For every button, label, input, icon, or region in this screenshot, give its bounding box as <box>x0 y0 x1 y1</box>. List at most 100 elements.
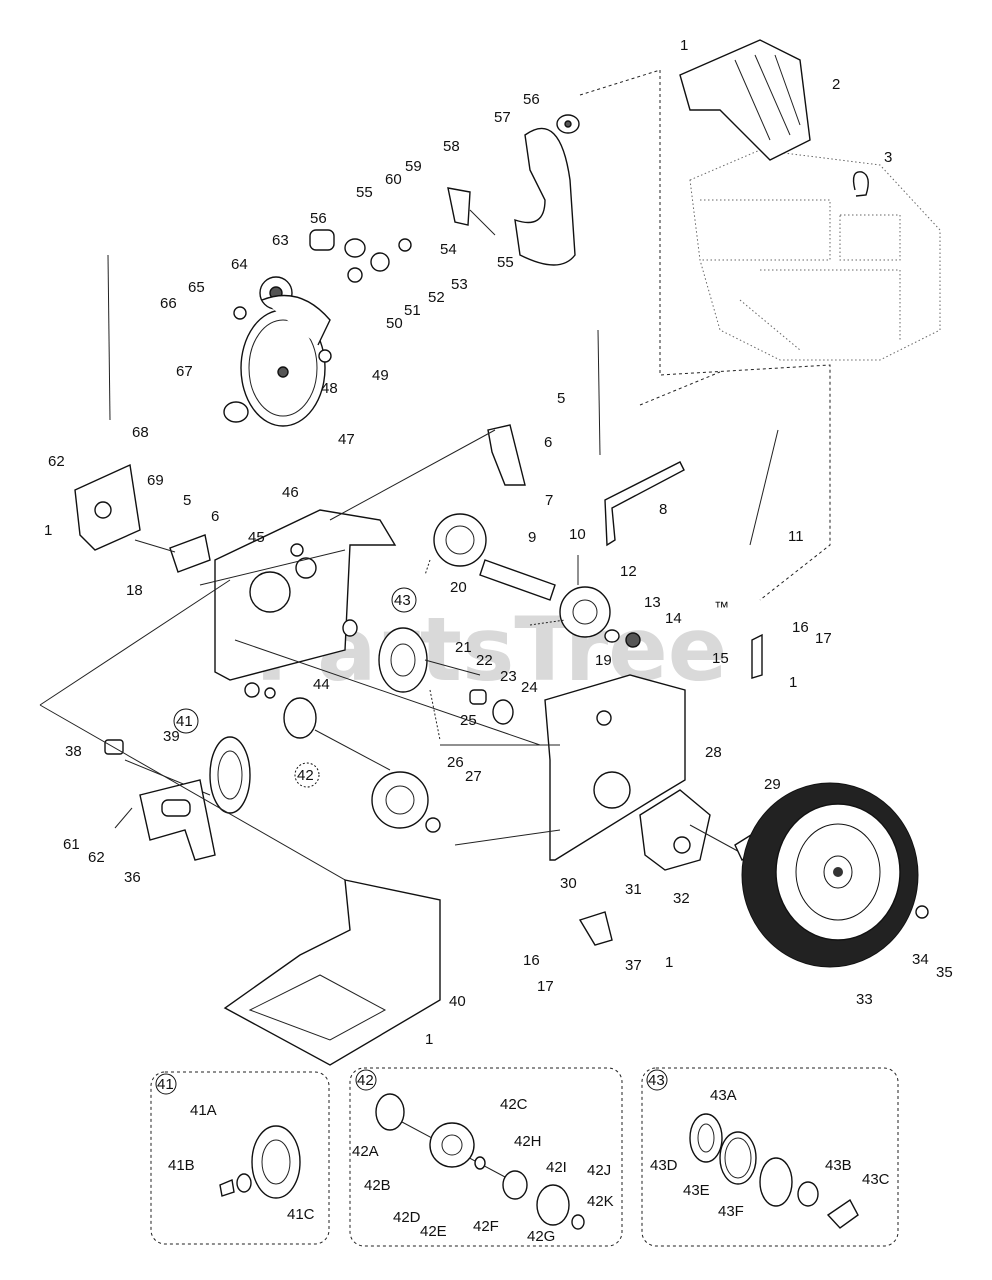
inset-label-41A: 41A <box>190 1102 217 1119</box>
label-54: 54 <box>440 241 457 258</box>
inset-label-42I: 42I <box>546 1159 567 1176</box>
washer-34 <box>915 905 929 919</box>
svg-text:42: 42 <box>297 767 314 784</box>
inset-label-43E: 43E <box>683 1182 710 1199</box>
label-6-left: 6 <box>211 508 219 525</box>
bracket-15 <box>751 633 763 679</box>
chain-25 <box>429 689 441 741</box>
label-31: 31 <box>625 881 642 898</box>
label-29: 29 <box>764 776 781 793</box>
inset-label-43A: 43A <box>710 1087 737 1104</box>
inset-label-42E: 42E <box>420 1223 447 1240</box>
inset-label-42C: 42C <box>500 1096 528 1113</box>
inset-label-41C: 41C <box>287 1206 315 1223</box>
label-8: 8 <box>659 501 667 518</box>
label-64: 64 <box>231 256 248 273</box>
label-26: 26 <box>447 754 464 771</box>
cable-5 <box>597 329 601 456</box>
inset-label-43C: 43C <box>862 1171 890 1188</box>
label-56-mid: 56 <box>310 210 327 227</box>
label-62-upper: 62 <box>48 453 65 470</box>
inset-43-disc <box>759 1157 793 1207</box>
label-14: 14 <box>665 610 682 627</box>
label-3: 3 <box>884 149 892 166</box>
inset-43-hub <box>797 1181 819 1207</box>
label-7: 7 <box>545 492 553 509</box>
label-24: 24 <box>521 679 538 696</box>
label-34: 34 <box>912 951 929 968</box>
label-30: 30 <box>560 875 577 892</box>
inset-42-sprocket <box>429 1122 475 1168</box>
label-35: 35 <box>936 964 953 981</box>
label-16-lower: 16 <box>523 952 540 969</box>
label-15: 15 <box>712 650 729 667</box>
bearing-27 <box>425 817 441 833</box>
cable-11 <box>749 429 779 546</box>
inset-panel-41: 41 41A 41B 41C <box>150 1071 330 1245</box>
inset-label-42J: 42J <box>587 1162 611 1179</box>
label-10: 10 <box>569 526 586 543</box>
label-62-lower: 62 <box>88 849 105 866</box>
inset-label-43D: 43D <box>650 1157 678 1174</box>
exploded-view-lines <box>39 429 561 901</box>
svg-text:41: 41 <box>157 1076 174 1093</box>
label-52: 52 <box>428 289 445 306</box>
inset-41-washer <box>236 1173 252 1193</box>
label-56-top: 56 <box>523 91 540 108</box>
spacer-23 <box>469 689 487 705</box>
label-12: 12 <box>620 563 637 580</box>
label-13: 13 <box>644 594 661 611</box>
label-33: 33 <box>856 991 873 1008</box>
bracket-7 <box>487 424 526 486</box>
shift-rod-8 <box>604 461 685 547</box>
inset-label-43F: 43F <box>718 1203 744 1220</box>
spacer-53 <box>398 238 412 252</box>
label-2: 2 <box>832 76 840 93</box>
label-55-lower: 55 <box>497 254 514 271</box>
label-23: 23 <box>500 668 517 685</box>
label-20: 20 <box>450 579 467 596</box>
inset-42-gear-i <box>536 1184 570 1226</box>
inset-label-42A: 42A <box>352 1143 379 1160</box>
label-66: 66 <box>160 295 177 312</box>
inset-label-43B: 43B <box>825 1157 852 1174</box>
label-28: 28 <box>705 744 722 761</box>
inset-42-gear <box>375 1093 405 1131</box>
label-59: 59 <box>405 158 422 175</box>
label-16-upper: 16 <box>792 619 809 636</box>
washer-13 <box>604 629 620 643</box>
label-55-upper: 55 <box>356 184 373 201</box>
inset-panel-43: 43 43A 43B 43C 43D 43E 43F <box>641 1067 899 1247</box>
label-46: 46 <box>282 484 299 501</box>
callout-43: 43 <box>391 587 417 613</box>
label-6-upper: 6 <box>544 434 552 451</box>
part-labels: 1 2 3 5 6 7 8 9 10 11 12 13 14 15 16 17 … <box>44 37 953 1048</box>
svg-text:43: 43 <box>394 592 411 609</box>
bearing-24 <box>492 699 514 725</box>
inset-label-42H: 42H <box>514 1133 542 1150</box>
label-58: 58 <box>443 138 460 155</box>
idler-bracket <box>447 187 471 226</box>
inset-41-disc <box>251 1125 301 1199</box>
gear-42-hub <box>283 697 317 739</box>
label-61: 61 <box>63 836 80 853</box>
label-5-left: 5 <box>183 492 191 509</box>
friction-wheel-43 <box>378 627 428 693</box>
inset-41-bolt <box>219 1179 235 1197</box>
label-57: 57 <box>494 109 511 126</box>
washer-51 <box>347 267 363 283</box>
sprocket-42 <box>371 771 429 829</box>
bearing-52 <box>370 252 390 272</box>
bracket-36 <box>139 779 216 861</box>
label-48: 48 <box>321 380 338 397</box>
label-36: 36 <box>124 869 141 886</box>
tire-wheel-33 <box>741 782 919 968</box>
label-51: 51 <box>404 302 421 319</box>
label-63: 63 <box>272 232 289 249</box>
inset-label-42G: 42G <box>527 1228 555 1245</box>
rod-68 <box>107 254 111 421</box>
label-49: 49 <box>372 367 389 384</box>
bottom-cover-40 <box>223 879 441 1066</box>
label-5-upper: 5 <box>557 390 565 407</box>
frame-right-housing <box>544 674 686 861</box>
